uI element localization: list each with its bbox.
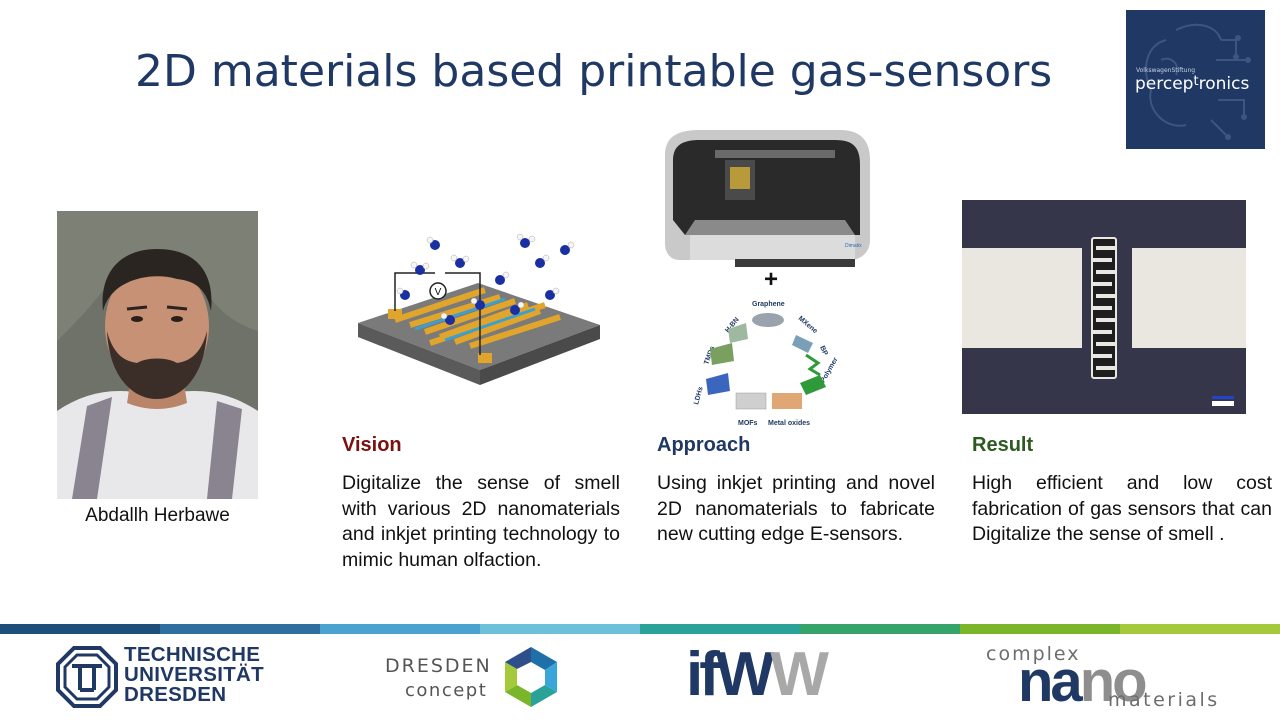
band-segment — [0, 624, 160, 634]
band-segment — [960, 624, 1120, 634]
tud-wordmark: TECHNISCHE UNIVERSITÄT DRESDEN — [124, 643, 264, 706]
band-segment — [1120, 624, 1280, 634]
dc-aperture-icon — [505, 647, 557, 707]
cnm-top: complex — [986, 643, 1081, 665]
tud-emblem-icon — [56, 646, 118, 708]
material-metal-oxides: Metal oxides — [768, 420, 810, 427]
band-segment — [480, 624, 640, 634]
approach-heading: Approach — [657, 434, 751, 456]
gas-sensor-illustration: V — [358, 233, 600, 385]
dresden-concept-logo: DRESDEN concept — [385, 645, 565, 710]
tu-dresden-logo: TECHNISCHE UNIVERSITÄT DRESDEN — [56, 643, 271, 710]
approach-text: Using inkjet printing and novel 2D nanom… — [657, 472, 935, 545]
vision-heading: Vision — [342, 434, 402, 456]
band-segment — [320, 624, 480, 634]
person-photo — [57, 211, 258, 499]
material-ldhs: LDHs — [693, 386, 705, 406]
cnm-na: na — [1018, 649, 1083, 714]
ifw-word-b: W — [770, 640, 828, 709]
cnm-nano: nano — [1018, 649, 1148, 714]
band-segment — [160, 624, 320, 634]
ifw-logo: ifWW — [686, 640, 866, 709]
logo-org-small: VolkswagenStiftung — [1136, 67, 1196, 74]
printer-brand: Dimatix — [845, 243, 862, 249]
vision-text: Digitalize the sense of smell with vario… — [342, 472, 620, 571]
inkjet-printer-illustration: Dimatix — [665, 130, 870, 267]
logo-word-b: t — [1193, 74, 1199, 89]
logo-word-a: percep — [1135, 74, 1194, 94]
footer-color-band — [0, 624, 1280, 634]
cnm-no: no — [1079, 649, 1148, 714]
dc-line-1: DRESDEN — [385, 655, 492, 677]
complex-nanomaterials-logo: complex nano materials — [986, 643, 1226, 713]
tud-line-2: UNIVERSITÄT — [124, 663, 264, 686]
ifw-word-a: ifW — [686, 640, 774, 709]
voltage-label: V — [435, 287, 442, 298]
material-mofs: MOFs — [738, 420, 758, 427]
material-bp: BP — [818, 345, 829, 357]
material-mxene: MXene — [797, 315, 819, 335]
2d-materials-wheel: Graphene MXene BP Polymer Metal oxides M… — [693, 301, 840, 427]
material-polymer: Polymer — [820, 356, 840, 384]
sensor-micrograph — [962, 200, 1246, 414]
tud-line-3: DRESDEN — [124, 683, 227, 706]
brain-circuit-icon — [1145, 23, 1251, 140]
person-name: Abdallh Herbawe — [85, 505, 230, 526]
band-segment — [640, 624, 800, 634]
slide-title: 2D materials based printable gas-sensors — [135, 46, 1053, 97]
result-heading: Result — [972, 434, 1034, 456]
tud-line-1: TECHNISCHE — [124, 643, 261, 666]
ifw-wordmark: ifWW — [686, 639, 829, 710]
perceptronics-logo: VolkswagenStiftung perceptronics — [1126, 10, 1265, 149]
result-text: High efficient and low cost fabrication … — [972, 472, 1272, 545]
material-graphene: Graphene — [752, 301, 785, 308]
cnm-bottom: materials — [1108, 689, 1220, 711]
logo-word-c: ronics — [1198, 74, 1250, 94]
person-portrait — [57, 211, 258, 499]
band-segment — [800, 624, 960, 634]
plus-sign: + — [763, 266, 778, 293]
dc-line-2: concept — [405, 680, 488, 701]
logo-wordmark: perceptronics — [1135, 74, 1249, 94]
